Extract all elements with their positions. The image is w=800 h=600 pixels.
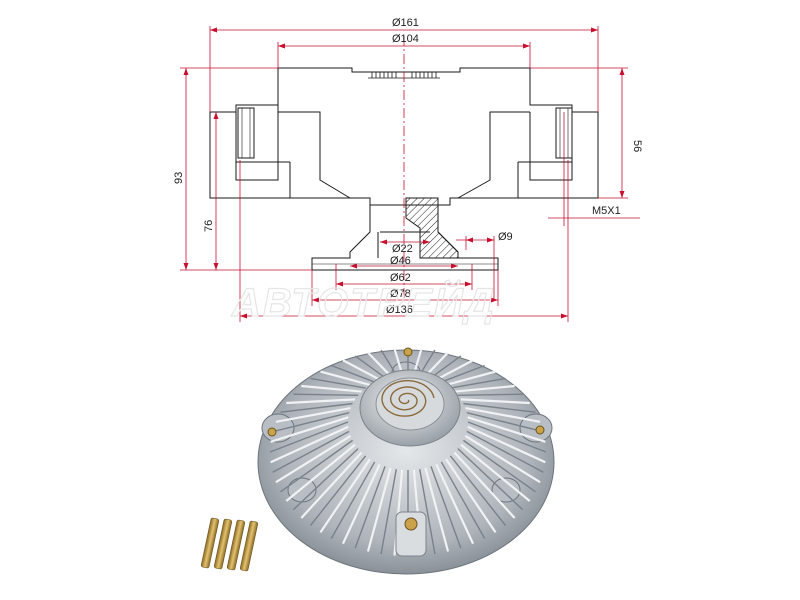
dim-d161: Ø161	[392, 17, 419, 29]
cooling-fin	[320, 370, 371, 386]
cooling-fin	[275, 434, 352, 484]
dim-d62: Ø62	[390, 272, 411, 284]
cooling-fin	[467, 416, 546, 443]
cooling-fin	[454, 384, 515, 393]
cooling-fin	[330, 461, 376, 539]
cooling-fin	[272, 430, 350, 473]
cooling-fin	[280, 402, 353, 413]
cooling-fin	[460, 443, 531, 502]
dimension-labels: Ø161 Ø104 93 76 56 M5X1 Ø22 Ø9 Ø46 Ø62 Ø…	[173, 17, 643, 316]
dim-d22: Ø22	[392, 243, 413, 255]
dim-h56: 56	[631, 140, 643, 152]
loose-studs	[200, 517, 259, 572]
cooling-fin	[393, 348, 404, 375]
cooling-fin	[301, 384, 362, 393]
cooling-fin	[367, 351, 392, 377]
cooling-fin	[424, 351, 449, 377]
dimension-lines	[180, 26, 640, 322]
cooling-fin	[270, 416, 349, 443]
dim-d78: Ø78	[390, 288, 411, 300]
cooling-fin	[354, 355, 386, 379]
cooling-fin	[341, 463, 381, 545]
dim-d46: Ø46	[390, 255, 411, 267]
bimetal-coil	[381, 380, 435, 417]
cooling-fin	[457, 393, 523, 397]
stud	[226, 519, 246, 571]
cooling-fins	[269, 348, 547, 556]
dim-thread: M5X1	[592, 205, 621, 217]
cooling-fin	[331, 364, 375, 383]
cooling-fin	[300, 451, 363, 519]
coil-spiral	[381, 380, 435, 417]
cooling-fin	[380, 349, 397, 376]
cooling-fin	[309, 455, 367, 526]
watermark-logo: АВТОТРЕЙД	[231, 278, 496, 325]
cooling-fin	[435, 359, 474, 381]
dim-d9: Ø9	[498, 231, 513, 243]
stud	[239, 520, 259, 572]
dimension-arrows	[183, 27, 625, 319]
cooling-fin	[285, 443, 356, 502]
cooling-fin	[463, 439, 536, 493]
mount-lug	[287, 477, 317, 503]
cooling-fin	[430, 466, 462, 549]
cooling-fin	[366, 467, 392, 552]
cooling-fin	[424, 467, 450, 552]
cooling-fin	[465, 406, 541, 423]
cooling-fin	[445, 370, 496, 386]
cooling-fin	[292, 448, 359, 511]
cooling-fin	[275, 406, 351, 423]
left-stud-boss	[237, 107, 255, 159]
cooling-fin	[440, 461, 486, 539]
cooling-fin	[272, 411, 350, 433]
cooling-fin	[457, 448, 524, 511]
shaft-section-hatch	[405, 197, 459, 259]
cooling-fin	[319, 458, 371, 534]
body-inner-right	[457, 111, 573, 199]
cooling-fin	[380, 468, 397, 555]
stud	[213, 518, 233, 570]
cooling-fin	[467, 425, 546, 464]
cooling-fin	[466, 411, 544, 433]
mount-lug	[491, 477, 521, 503]
dim-d104: Ø104	[392, 33, 419, 45]
body-inner-left	[235, 105, 351, 199]
cooling-fin	[310, 377, 366, 389]
dim-h76: 76	[203, 220, 215, 232]
cooling-fin	[269, 421, 349, 453]
bottom-boss	[395, 511, 427, 557]
fan-clutch-photo	[257, 347, 555, 575]
cooling-fin	[460, 398, 530, 405]
cooling-fin	[449, 455, 507, 526]
cooling-fin	[270, 425, 349, 464]
cooling-fin	[354, 466, 386, 549]
stud	[200, 517, 220, 569]
cooling-fin	[453, 451, 516, 519]
cooling-fin	[430, 355, 462, 379]
cooling-fin	[419, 468, 436, 555]
dim-d136: Ø136	[386, 304, 413, 316]
cooling-fin	[280, 439, 353, 493]
dim-h93: 93	[173, 172, 185, 184]
body-outline	[209, 67, 599, 206]
cooling-fin	[466, 430, 544, 473]
cooling-fin	[467, 421, 547, 453]
cooling-fin	[450, 377, 506, 389]
cooling-fin	[342, 359, 381, 381]
cooling-fin	[286, 398, 356, 405]
cooling-fin	[441, 364, 485, 383]
cooling-fin	[293, 393, 359, 397]
cooling-fin	[435, 463, 475, 545]
cooling-fin	[463, 402, 536, 413]
cooling-fin	[445, 458, 497, 534]
cooling-fin	[464, 434, 541, 484]
